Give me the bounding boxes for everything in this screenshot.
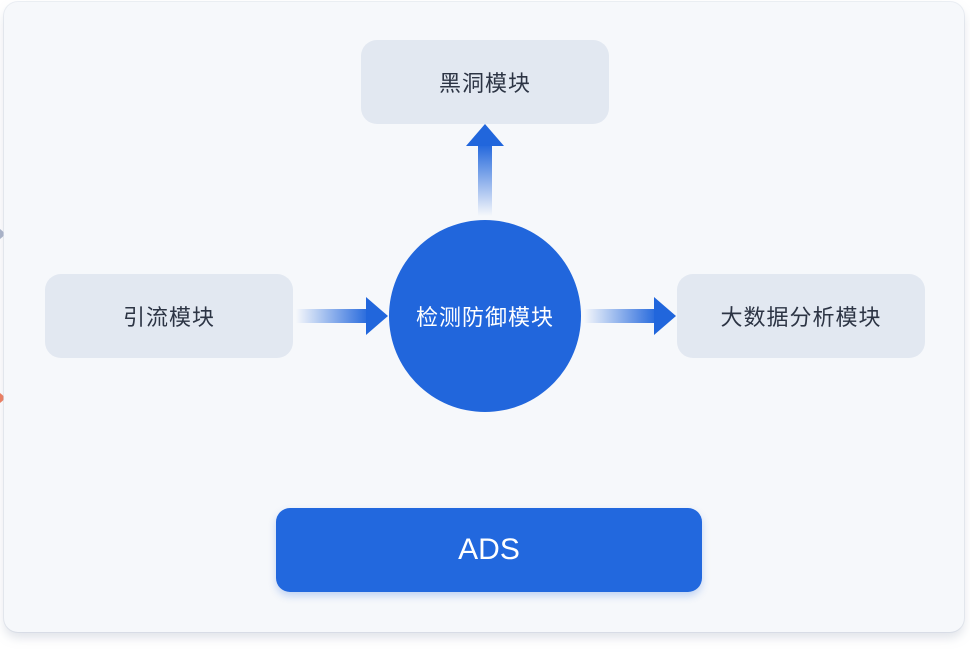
divert-module-box: 引流模块 <box>45 274 293 358</box>
arrow-to-blackhole <box>464 124 506 216</box>
divert-module-label: 引流模块 <box>122 306 215 331</box>
left-edge-gray-marker <box>0 229 6 239</box>
blackhole-module-label: 黑洞模块 <box>438 72 531 97</box>
blackhole-module-box: 黑洞模块 <box>361 40 609 124</box>
ads-platform-button[interactable]: ADS <box>276 508 702 592</box>
detection-module-label: 检测防御模块 <box>415 306 554 331</box>
detection-module-circle: 检测防御模块 <box>389 220 581 412</box>
arrow-divert-to-detection <box>296 296 388 336</box>
left-edge-red-marker <box>0 393 6 403</box>
ads-platform-label: ADS <box>458 533 520 566</box>
bigdata-module-box: 大数据分析模块 <box>677 274 925 358</box>
arrow-detection-to-bigdata <box>584 296 676 336</box>
bigdata-module-label: 大数据分析模块 <box>720 306 882 331</box>
